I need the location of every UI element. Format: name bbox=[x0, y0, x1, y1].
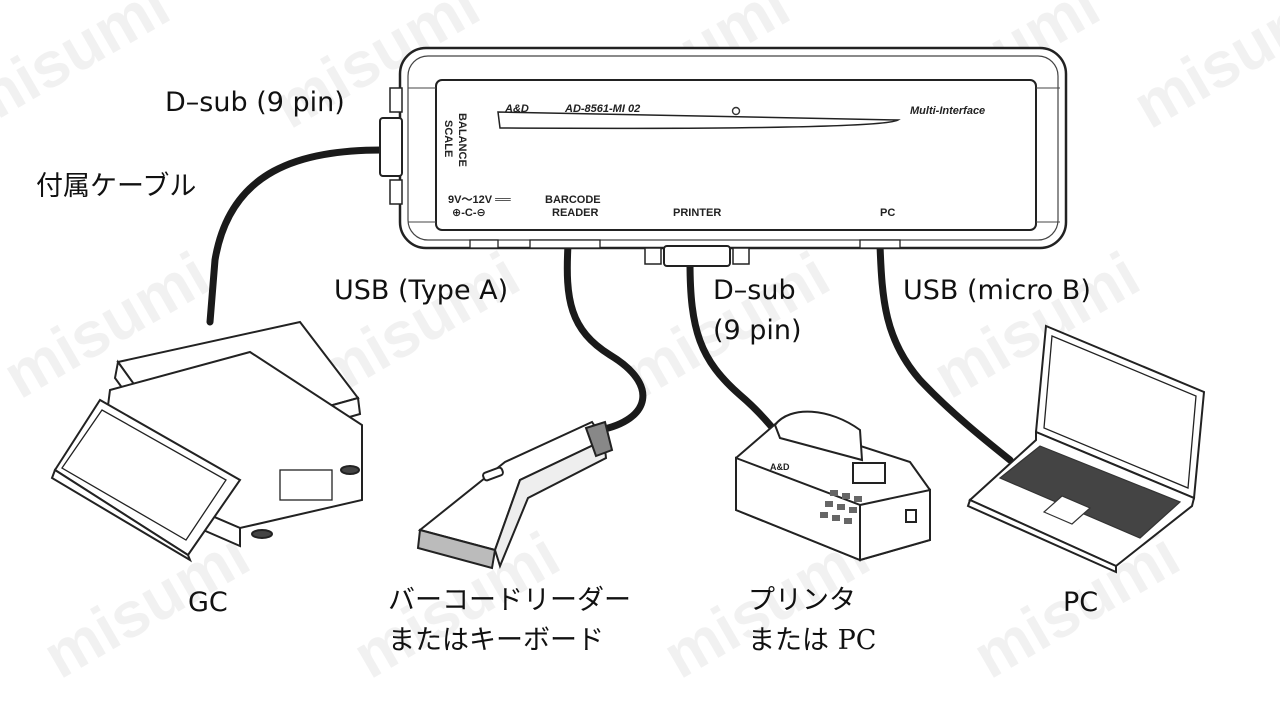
balance-scale-illustration bbox=[50, 320, 363, 563]
model-label: AD-8561-MI 02 bbox=[564, 103, 640, 115]
label-gc: GC bbox=[188, 587, 228, 618]
barcode-reader-illustration bbox=[416, 420, 614, 570]
cable-barcode bbox=[563, 241, 647, 434]
svg-text:misumi: misumi bbox=[0, 0, 181, 142]
port-pc-label: PC bbox=[880, 207, 895, 219]
label-printer-line1: プリンタ bbox=[748, 585, 856, 616]
cables bbox=[206, 146, 1014, 464]
label-dsub-left: D–sub (9 pin) bbox=[165, 87, 345, 118]
svg-text:misumi: misumi bbox=[1121, 0, 1280, 142]
port-printer-label: PRINTER bbox=[673, 207, 721, 219]
cable-pc bbox=[876, 241, 1014, 464]
port-balance-line2: SCALE bbox=[442, 120, 454, 157]
laptop-illustration bbox=[966, 324, 1206, 574]
port-barcode-line1: BARCODE bbox=[545, 194, 601, 206]
label-usb-type-a: USB (Type A) bbox=[334, 275, 509, 306]
cable-printer bbox=[686, 258, 780, 436]
multi-interface-box: A&D AD-8561-MI 02 Multi-Interface BALANC… bbox=[379, 46, 1068, 267]
label-barcode-line2: またはキーボード bbox=[388, 625, 604, 656]
laptop-keyboard bbox=[998, 445, 1182, 539]
label-usb-micro-b: USB (micro B) bbox=[903, 275, 1091, 306]
cable-scale bbox=[206, 146, 387, 326]
port-polarity-label: ⊕-C-⊖ bbox=[452, 207, 486, 219]
port-barcode-line2: READER bbox=[552, 207, 599, 219]
port-balance-line1: BALANCE bbox=[456, 113, 468, 167]
label-attached-cable: 付属ケーブル bbox=[36, 171, 197, 202]
label-dsub-bottom-line1: D–sub bbox=[713, 275, 796, 306]
label-dsub-bottom-line2: (9 pin) bbox=[713, 315, 802, 346]
label-barcode-line1: バーコードリーダー bbox=[388, 585, 631, 616]
label-pc: PC bbox=[1063, 587, 1099, 618]
printer-keypad bbox=[820, 490, 862, 524]
subtitle-label: Multi-Interface bbox=[910, 105, 985, 117]
printer-illustration: A&D bbox=[735, 410, 931, 562]
label-printer-line2: または PC bbox=[748, 625, 877, 656]
printer-logo: A&D bbox=[770, 462, 790, 472]
brand-logo: A&D bbox=[504, 103, 529, 115]
port-power-label: 9V～12V ══ bbox=[448, 194, 511, 206]
